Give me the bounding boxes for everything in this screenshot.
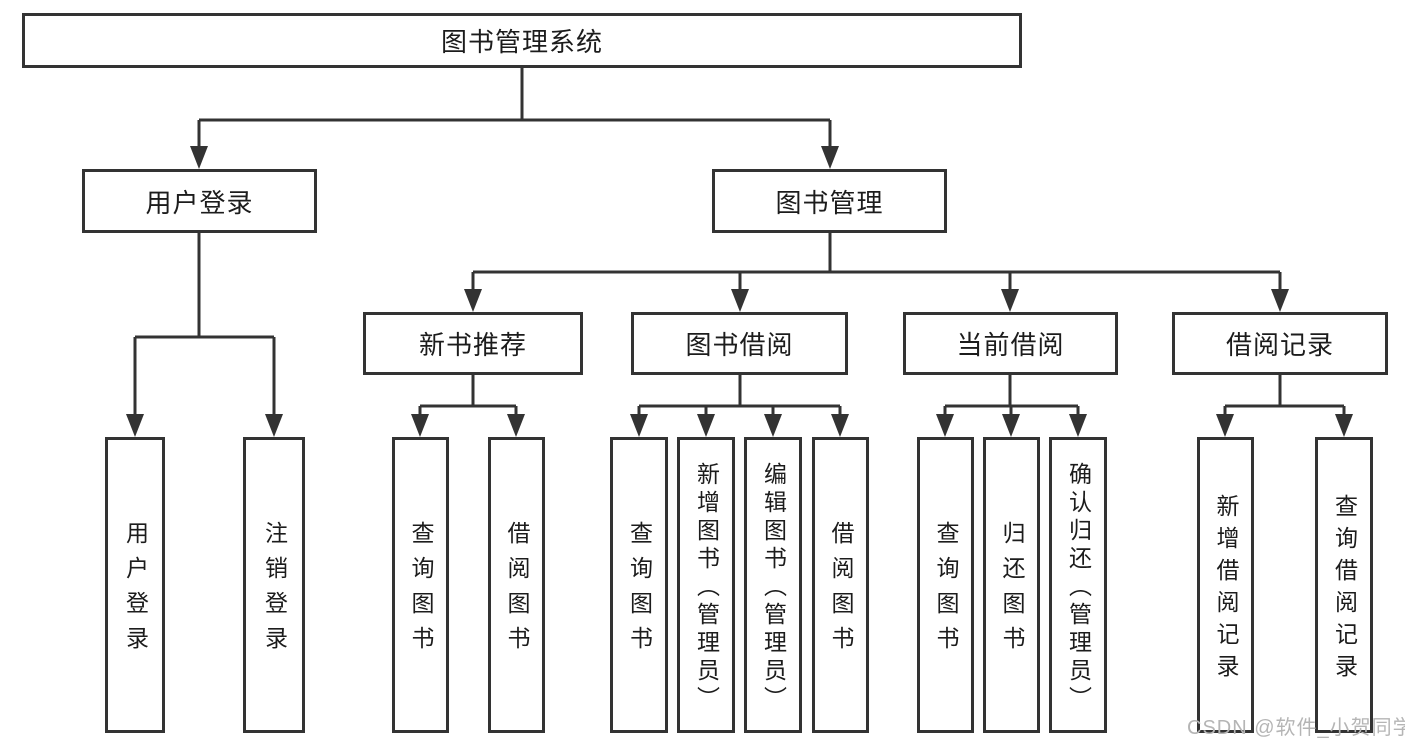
leaf-logout: 注销登录 — [243, 437, 305, 733]
leaf-borrowing-query-books: 查询图书 — [610, 437, 668, 733]
leaf-borrowing-borrow-books: 借阅图书 — [812, 437, 869, 733]
node-book-management: 图书管理 — [712, 169, 947, 233]
leaf-records-add-record: 新增借阅记录 — [1197, 437, 1254, 733]
leaf-current-confirm-return-admin: 确认归还（管理员） — [1049, 437, 1107, 733]
leaf-borrowing-edit-books-admin: 编辑图书（管理员） — [744, 437, 802, 733]
leaf-current-confirm-return-admin-label: 确认归还（管理员） — [1065, 461, 1092, 714]
leaf-user-login: 用户登录 — [105, 437, 165, 733]
leaf-recommend-borrow-books: 借阅图书 — [488, 437, 545, 733]
leaf-current-return-books-label: 归还图书 — [999, 521, 1025, 661]
node-new-book-recommend: 新书推荐 — [363, 312, 583, 375]
leaf-user-login-label: 用户登录 — [122, 521, 149, 661]
leaf-logout-label: 注销登录 — [261, 521, 288, 661]
node-user-login: 用户登录 — [82, 169, 317, 233]
leaf-borrowing-query-books-label: 查询图书 — [626, 521, 653, 661]
node-borrowing-records: 借阅记录 — [1172, 312, 1388, 375]
connector-arrowheads — [126, 146, 1353, 437]
node-library-management-system: 图书管理系统 — [22, 13, 1022, 68]
leaf-records-query-record-label: 查询借阅记录 — [1331, 493, 1358, 686]
node-book-borrowing: 图书借阅 — [631, 312, 848, 375]
leaf-recommend-query-books-label: 查询图书 — [408, 521, 434, 661]
leaf-borrowing-add-books-admin: 新增图书（管理员） — [677, 437, 735, 733]
leaf-records-add-record-label: 新增借阅记录 — [1213, 493, 1239, 686]
leaf-current-return-books: 归还图书 — [983, 437, 1040, 733]
leaf-borrowing-add-books-admin-label: 新增图书（管理员） — [693, 461, 720, 714]
node-current-borrowing: 当前借阅 — [903, 312, 1118, 375]
leaf-borrowing-borrow-books-label: 借阅图书 — [828, 521, 854, 661]
leaf-records-query-record: 查询借阅记录 — [1315, 437, 1373, 733]
leaf-current-query-books: 查询图书 — [917, 437, 974, 733]
csdn-watermark: CSDN @软件_小贺同学 — [1187, 717, 1405, 739]
leaf-current-query-books-label: 查询图书 — [933, 521, 959, 661]
leaf-recommend-query-books: 查询图书 — [392, 437, 449, 733]
leaf-recommend-borrow-books-label: 借阅图书 — [504, 521, 530, 661]
connector-strokes — [133, 68, 1346, 418]
leaf-borrowing-edit-books-admin-label: 编辑图书（管理员） — [760, 461, 787, 714]
